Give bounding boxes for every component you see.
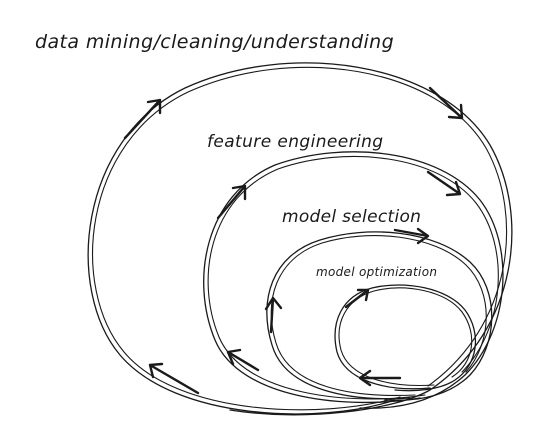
loop-opt-stroke-a [334,284,477,392]
arrow-outer-bottom-left [148,362,200,395]
arrow-feature-left-up [216,184,247,220]
label-model-selection: model selection [282,207,421,227]
loop-opt-stroke-b [338,287,473,387]
loop-data-mining-stroke-b [92,66,508,411]
arrow-opt-left-up [344,288,370,309]
loop-feature-engineering [203,151,504,409]
loop-data-mining [87,62,513,416]
loop-model-optimization [334,284,477,392]
loop-model-stroke-b [270,235,487,396]
arrow-feature-top-right [426,170,462,197]
loop-feature-stroke-a [203,151,504,409]
arrow-opt-bottom-left [358,369,402,387]
label-feature-engineering: feature engineering [207,132,383,152]
loop-data-mining-stroke-a [87,62,513,416]
loop-feature-stroke-b [207,156,499,400]
arrow-feature-bottom-left [226,348,260,372]
arrow-model-top [393,227,430,245]
loop-model-stroke-a [266,231,493,401]
arrow-outer-left-up [123,98,162,140]
arrow-model-left-up [264,296,283,334]
label-model-optimization: model optimization [316,265,437,279]
loop-model-selection [264,227,493,401]
label-data-mining: data mining/cleaning/understanding [35,31,394,53]
arrow-outer-top-right [428,86,464,120]
